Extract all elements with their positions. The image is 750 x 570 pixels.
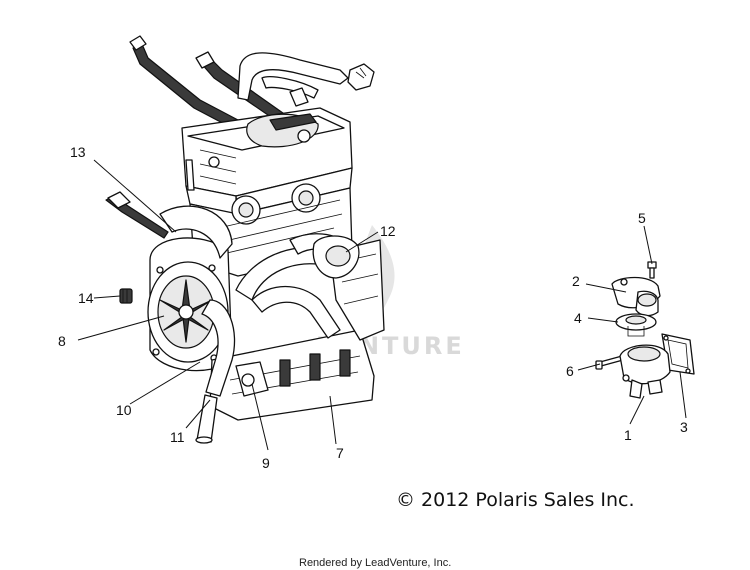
stator-cover (147, 237, 233, 372)
dipstick (185, 159, 195, 191)
callout-8: 8 (58, 333, 66, 349)
outlet-housing (312, 235, 360, 279)
callout-13: 13 (70, 144, 86, 160)
callout-9: 9 (262, 455, 270, 471)
render-credit: Rendered by LeadVenture, Inc. (299, 557, 451, 569)
wiring-harness (129, 35, 375, 129)
callout-12: 12 (380, 223, 396, 239)
callout-3: 3 (680, 419, 688, 435)
plug-14 (119, 288, 133, 304)
screw-5 (647, 261, 657, 279)
callout-6: 6 (566, 363, 574, 379)
bolt-6 (595, 355, 624, 370)
temperature-sensor (105, 191, 169, 239)
leader-lines (77, 159, 687, 451)
thermostat-assembly (595, 261, 695, 399)
callout-5: 5 (638, 210, 646, 226)
callout-14: 14 (78, 290, 94, 306)
cylinder-head (181, 107, 353, 215)
engine-assembly (105, 35, 385, 444)
callout-2: 2 (572, 273, 580, 289)
callout-4: 4 (574, 310, 582, 326)
thermostat-cover (611, 276, 661, 317)
callout-7: 7 (336, 445, 344, 461)
callout-10: 10 (116, 402, 132, 418)
callout-1: 1 (624, 427, 632, 443)
thermostat-housing (619, 344, 671, 399)
copyright-notice: © 2012 Polaris Sales Inc. (396, 489, 635, 511)
callout-11: 11 (170, 429, 185, 445)
thermostat (615, 313, 657, 337)
callout-labels: 13 14 8 10 11 9 7 12 5 2 4 6 1 3 (58, 144, 688, 471)
crankcase (209, 329, 375, 421)
